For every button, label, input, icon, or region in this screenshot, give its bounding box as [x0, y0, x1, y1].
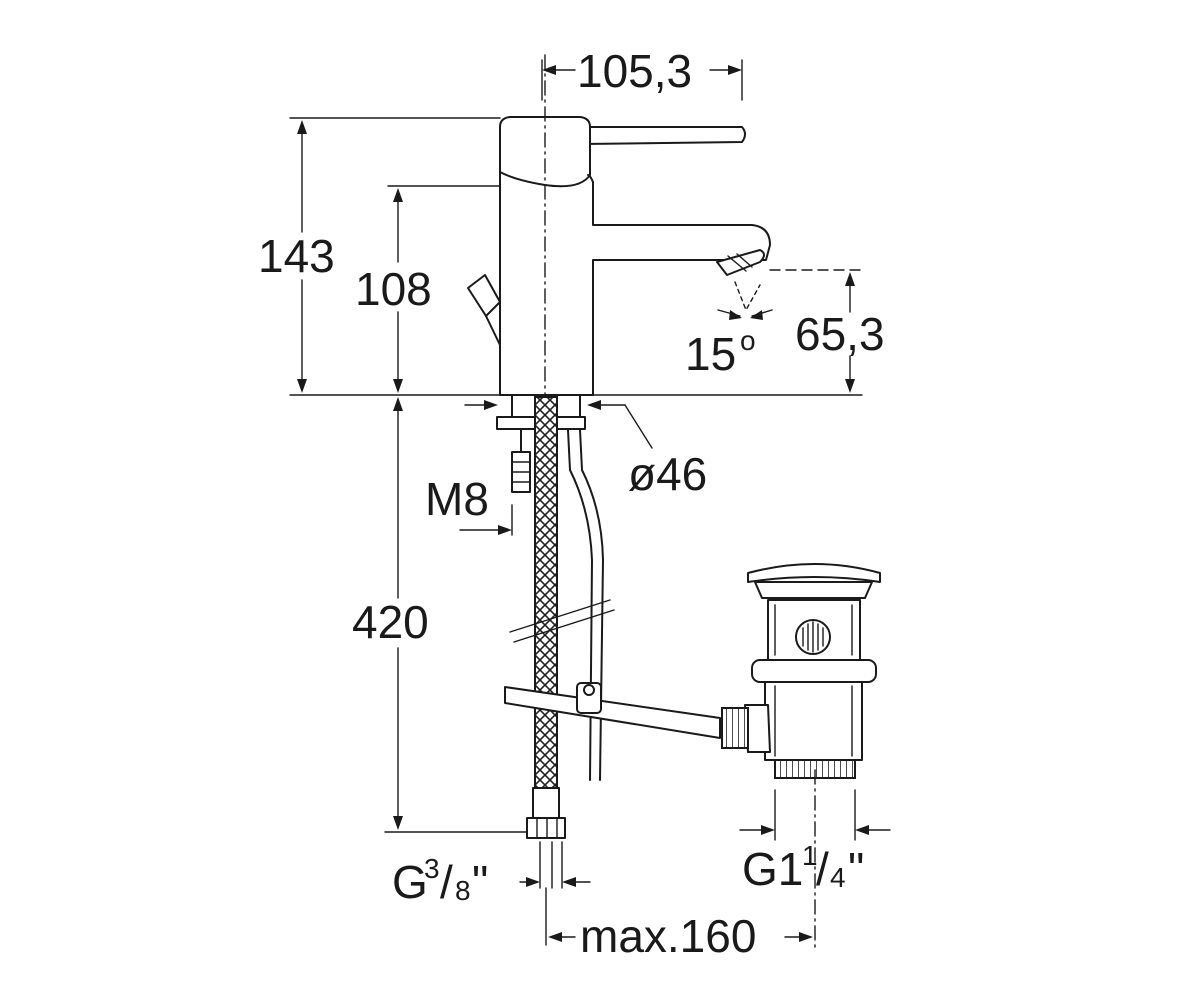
dim-hose-thread-main: G — [392, 856, 428, 908]
rod-clamp — [576, 682, 602, 714]
aerator — [716, 249, 765, 276]
dim-spray-angle: 15 — [685, 328, 736, 380]
waste-cap — [747, 563, 881, 583]
dim-waste-thread-main: G1 — [742, 843, 803, 895]
braided-hose — [534, 396, 558, 818]
dim-rod-thread: M8 — [425, 473, 489, 525]
dim-total-height: 143 — [258, 230, 335, 282]
dim-spray-angle-unit: o — [740, 325, 756, 356]
break-mark — [509, 599, 611, 633]
dim-hose-length: 420 — [352, 596, 429, 648]
faucet-column — [499, 171, 771, 396]
dim-base-diameter: ø46 — [628, 448, 707, 500]
drain-lever-rod — [504, 686, 721, 739]
dim-waste-thread-den: 4 — [830, 862, 846, 893]
dim-waste-thread-num: 1 — [802, 840, 818, 871]
hose-nut — [526, 817, 566, 839]
dim-spout-clearance: 65,3 — [795, 308, 885, 360]
supply-hose-group — [504, 396, 721, 839]
pull-rod — [567, 429, 593, 781]
waste-nut — [751, 659, 877, 683]
faucet-body — [467, 54, 771, 441]
dimension-labels: 105,3 143 108 65,3 15 o ø46 M8 420 G 3 /… — [258, 45, 885, 962]
hose-ferrule — [532, 787, 560, 819]
dim-spout-height: 108 — [355, 263, 432, 315]
dim-top-width: 105,3 — [577, 45, 692, 97]
popup-waste — [721, 563, 881, 951]
dim-hose-thread-inch: " — [472, 856, 488, 908]
dim-hose-thread-num: 3 — [424, 853, 440, 884]
dim-hose-thread-den: 8 — [455, 875, 471, 906]
dim-waste-thread-inch: " — [848, 843, 864, 895]
dim-max-distance: max.160 — [580, 910, 756, 962]
dim-waste-thread-slash: / — [816, 843, 829, 895]
pullrod-knob — [467, 274, 501, 317]
dim-hose-thread-slash: / — [440, 856, 453, 908]
lever-handle — [579, 126, 746, 145]
dimension-lines — [289, 59, 891, 946]
